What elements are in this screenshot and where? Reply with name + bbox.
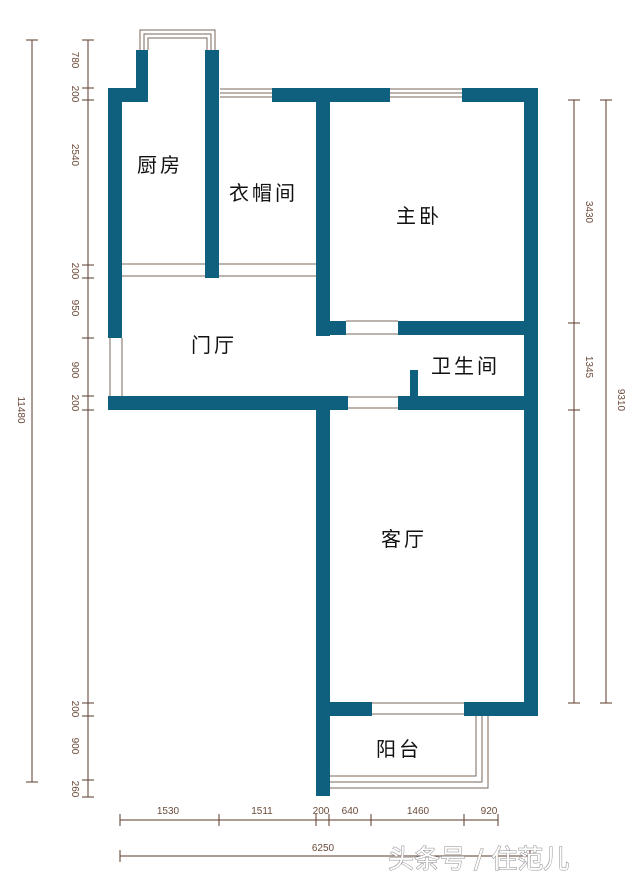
dim-right: 1345: [583, 356, 594, 379]
bottom-dimension-labels: 1530 1511 200 640 1460 920 6250: [157, 806, 498, 854]
dim-left: 950: [69, 300, 80, 317]
dim-left: 200: [69, 701, 80, 718]
room-label-master-bedroom: 主卧: [396, 204, 442, 228]
dim-left: 2540: [69, 144, 80, 167]
dimension-lines: [26, 39, 612, 862]
dim-left: 260: [69, 781, 80, 798]
watermark: 头条号 / 住范儿: [388, 845, 569, 875]
room-label-balcony: 阳台: [376, 737, 422, 761]
dim-bottom: 920: [481, 806, 498, 817]
dim-bottom: 1511: [251, 806, 273, 817]
window-lines: [109, 29, 489, 789]
dim-left: 900: [69, 362, 80, 379]
dim-right-total: 9310: [615, 389, 626, 412]
dim-right: 3430: [583, 201, 594, 224]
room-label-bathroom: 卫生间: [431, 354, 500, 378]
walls: [108, 50, 538, 796]
dim-bottom: 1460: [407, 806, 430, 817]
dim-left-total: 11480: [15, 396, 26, 424]
room-label-kitchen: 厨房: [137, 153, 183, 177]
dim-bottom-total: 6250: [312, 843, 335, 854]
dim-bottom: 640: [342, 806, 359, 817]
room-label-foyer: 门厅: [191, 333, 237, 357]
right-dimension-labels: 3430 1345 9310: [583, 201, 626, 412]
dim-left: 900: [69, 738, 80, 755]
dim-left: 780: [69, 52, 80, 69]
dim-left: 200: [69, 86, 80, 103]
room-labels: 厨房 衣帽间 主卧 门厅 卫生间 客厅 阳台: [137, 153, 500, 761]
room-label-living-room: 客厅: [381, 527, 427, 551]
dim-bottom: 1530: [157, 806, 180, 817]
dim-left: 200: [69, 395, 80, 412]
room-label-cloakroom: 衣帽间: [229, 181, 298, 205]
left-dimension-labels: 780 200 2540 200 950 900 200 200 900 260…: [15, 52, 80, 798]
dim-left: 200: [69, 263, 80, 280]
dim-bottom: 200: [313, 806, 330, 817]
